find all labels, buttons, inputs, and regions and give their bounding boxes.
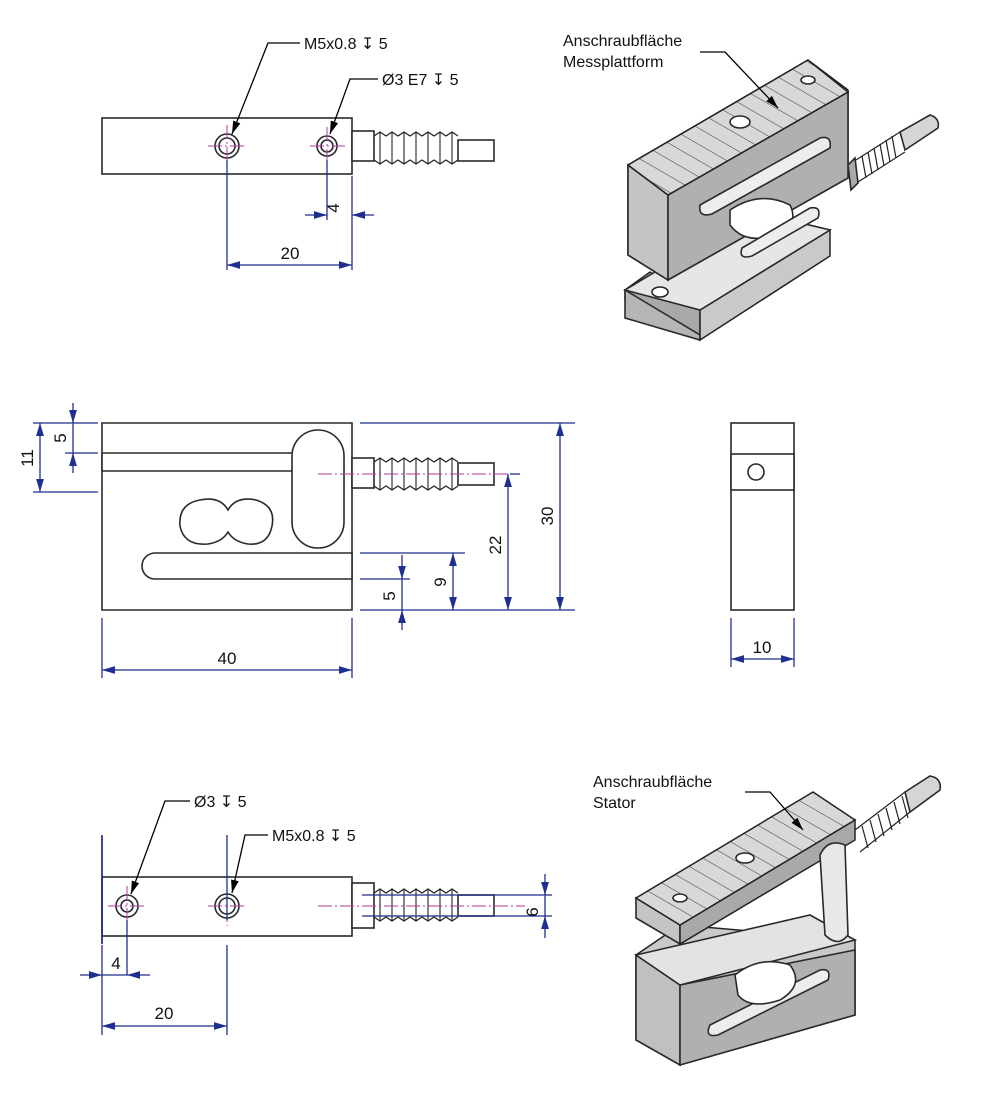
label-mount-platform-2: Messplattform bbox=[563, 54, 663, 71]
dim-total-height: 30 bbox=[538, 507, 557, 526]
callout-pin-bottom: Ø3 ↧ 5 bbox=[194, 794, 247, 811]
dim-thickness: 10 bbox=[753, 638, 772, 657]
dim-slot-lower: 5 bbox=[380, 591, 399, 600]
cable bbox=[457, 139, 495, 162]
dim-hole-spacing-bottom: 20 bbox=[155, 1004, 174, 1023]
dim-edge-to-pin: 4 bbox=[324, 203, 343, 212]
side-view: 10 bbox=[730, 422, 795, 667]
iso-view-top: Anschraubfläche Messplattform bbox=[563, 33, 940, 342]
top-view: 4 20 M5x0.8 ↧ 5 Ø3 E7 ↧ 5 bbox=[101, 36, 495, 270]
dim-cable-height: 22 bbox=[486, 536, 505, 555]
front-view: 30 22 9 5 11 5 40 bbox=[18, 403, 575, 678]
callout-thread: M5x0.8 ↧ 5 bbox=[304, 36, 388, 53]
iso-cable-spring bbox=[855, 131, 906, 183]
cable-spring bbox=[373, 131, 459, 165]
label-mount-platform-1: Anschraubfläche bbox=[563, 33, 682, 50]
dim-edge-to-pin-bottom: 4 bbox=[111, 954, 120, 973]
dim-width: 40 bbox=[218, 649, 237, 668]
callout-pin: Ø3 E7 ↧ 5 bbox=[382, 72, 459, 89]
callout-thread-bottom: M5x0.8 ↧ 5 bbox=[272, 828, 356, 845]
label-mount-stator-2: Stator bbox=[593, 795, 636, 812]
dim-top-slot-outer: 11 bbox=[18, 449, 37, 467]
bottom-view: 4 20 6 Ø3 ↧ 5 M5x0.8 ↧ 5 bbox=[80, 794, 552, 1035]
dim-top-slot: 5 bbox=[51, 433, 70, 442]
iso-view-bottom: Anschraubfläche Stator bbox=[593, 774, 942, 1067]
label-mount-stator-1: Anschraubfläche bbox=[593, 774, 712, 791]
dim-hole-spacing: 20 bbox=[281, 244, 300, 263]
cable-gland bbox=[351, 130, 375, 162]
dim-cable-dia: 6 bbox=[523, 907, 542, 916]
dim-slot-upper: 9 bbox=[431, 577, 450, 586]
side-view-body bbox=[730, 422, 795, 611]
